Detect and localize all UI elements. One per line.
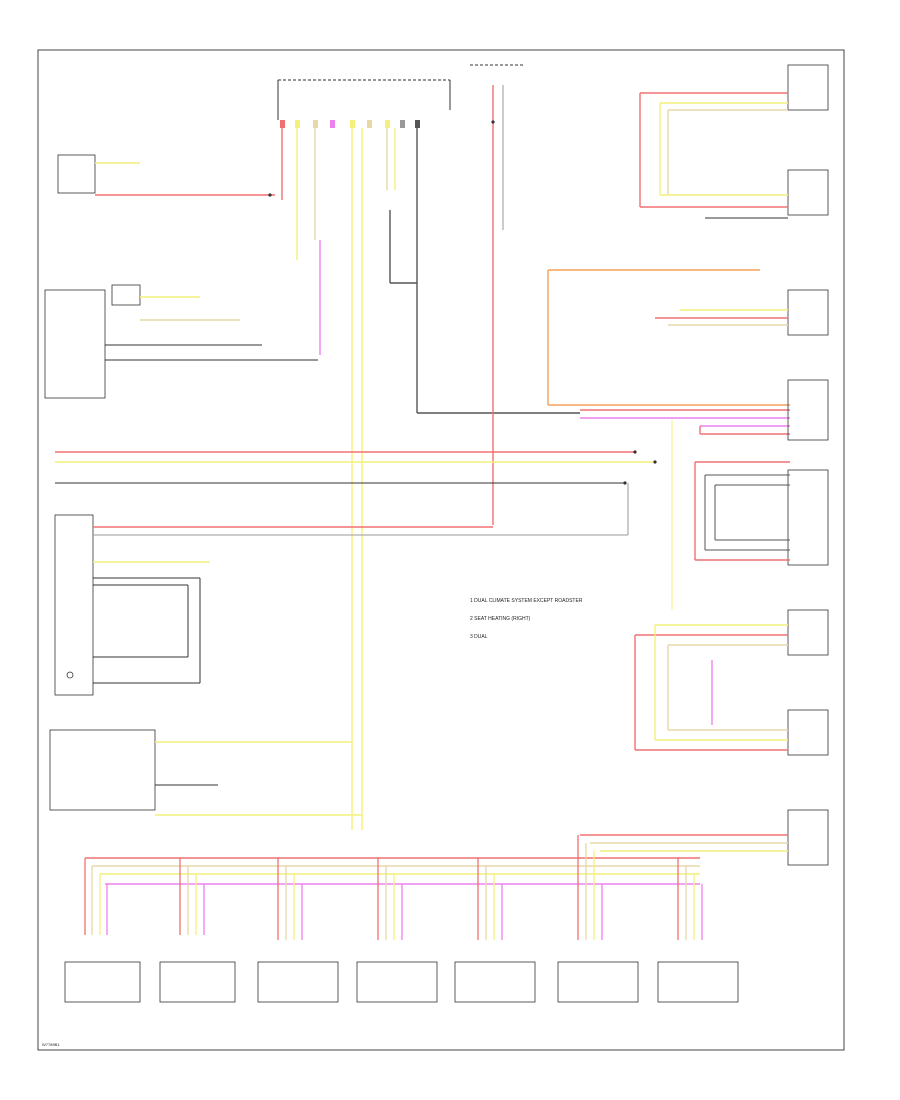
note-2: 2 SEAT HEATING (RIGHT) xyxy=(470,616,531,622)
bottom-sensor-3 xyxy=(257,961,339,1003)
fuse-group xyxy=(470,64,525,525)
power-relay-group xyxy=(44,284,318,399)
gateway-pins xyxy=(280,120,420,128)
right-top-switch-group xyxy=(639,64,829,219)
left-control-unit-group xyxy=(54,483,629,696)
bottom-sensor-row xyxy=(64,835,739,1003)
right-lower-sensor-group xyxy=(580,420,829,866)
left-lower-sensor-group xyxy=(49,729,362,816)
bottom-sensor-1 xyxy=(64,961,141,1003)
note-1: 1 DUAL CLIMATE SYSTEM EXCEPT ROADSTER xyxy=(470,598,583,604)
bottom-sensor-4 xyxy=(356,961,438,1003)
middle-bus xyxy=(55,450,657,485)
blower-regulator-group xyxy=(694,461,829,566)
bottom-sensor-7 xyxy=(657,961,739,1003)
note-3: 3 DUAL xyxy=(470,634,488,640)
bottom-sensor-5 xyxy=(454,961,536,1003)
notes-legend: 1 DUAL CLIMATE SYSTEM EXCEPT ROADSTER 2 … xyxy=(470,598,583,640)
bottom-sensor-2 xyxy=(159,961,236,1003)
diagram-frame xyxy=(37,49,845,1051)
right-actuator-group xyxy=(547,269,829,441)
coolant-sensor-group xyxy=(57,154,275,197)
top-connector-group xyxy=(277,79,580,830)
diagram-code: W7789B1 xyxy=(42,1042,60,1047)
bottom-sensor-6 xyxy=(557,961,639,1003)
